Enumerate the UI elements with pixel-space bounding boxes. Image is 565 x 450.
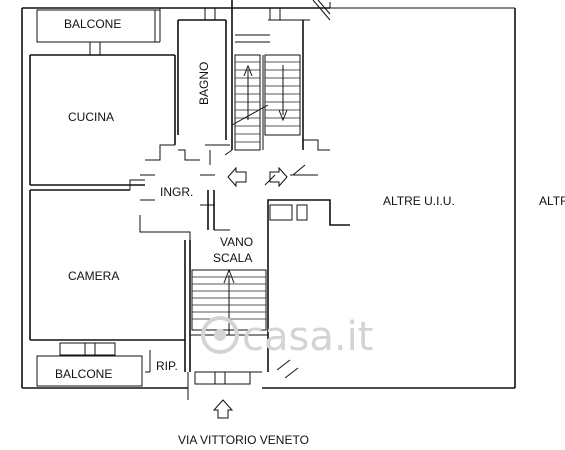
entrance-hall (140, 164, 318, 230)
watermark-text: casa.it (242, 314, 373, 360)
bedroom-walls (29, 179, 191, 372)
lower-stair (189, 225, 269, 372)
storage-and-balcony-bottom (36, 342, 262, 400)
label-camera: CAMERA (68, 269, 119, 283)
label-altre-cut: ALTR (539, 194, 565, 208)
label-balcone-top: BALCONE (64, 17, 121, 31)
outer-walls (21, 2, 516, 389)
bathroom-walls (177, 8, 230, 165)
label-cucina: CUCINA (68, 110, 114, 124)
entrance-arrow-icon (212, 399, 234, 419)
label-balcone-bottom: BALCONE (55, 367, 112, 381)
label-altre-uiu: ALTRE U.I.U. (383, 194, 455, 208)
street-name: VIA VITTORIO VENETO (178, 433, 309, 447)
neighbour-unit-walls (267, 199, 350, 379)
upper-stair (224, 0, 331, 156)
arrow-right-icon (269, 166, 288, 188)
label-bagno: BAGNO (197, 62, 211, 105)
label-ingresso: INGR. (160, 185, 193, 199)
arrow-left-icon (227, 166, 247, 188)
kitchen-walls (29, 54, 176, 186)
label-ripostiglio: RIP. (156, 359, 178, 373)
watermark: casa.it (201, 314, 373, 360)
label-scala: SCALA (213, 251, 252, 265)
balcony-top (36, 8, 161, 55)
label-vano: VANO (220, 235, 253, 249)
